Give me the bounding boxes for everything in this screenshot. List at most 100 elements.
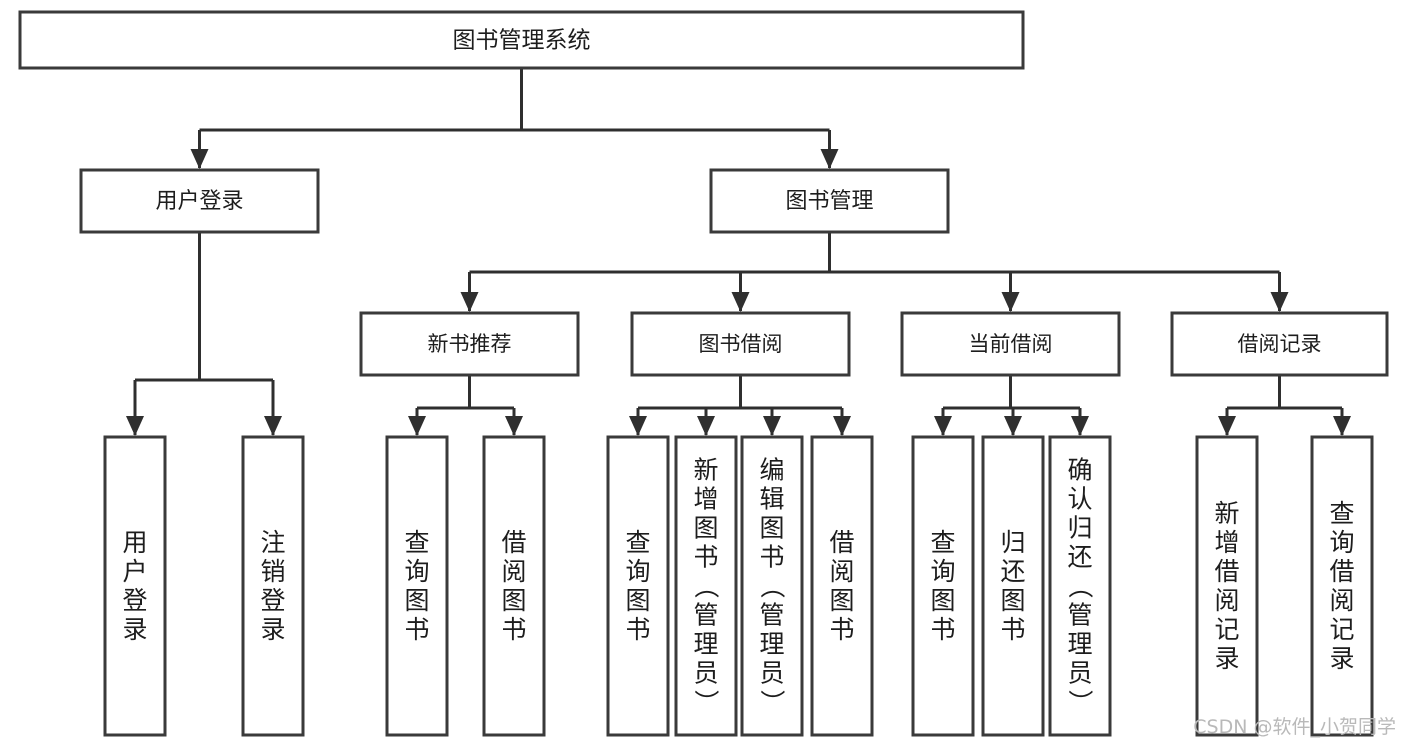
node-label-char: 借 <box>501 528 526 557</box>
node-box[interactable] <box>981 435 1045 737</box>
node-label: 图书借阅 <box>699 332 783 356</box>
node-label-char: 确 <box>1067 456 1092 485</box>
node-label-char: 记 <box>1329 615 1354 644</box>
node-label-char: 管 <box>693 601 718 630</box>
node-box[interactable] <box>630 311 851 377</box>
node-label-char: 书 <box>404 615 429 644</box>
arrow-head-icon <box>408 416 426 436</box>
diagram-node[interactable]: 图书借阅 <box>630 311 851 377</box>
node-box[interactable] <box>385 435 449 737</box>
connectors-layer <box>126 68 1351 436</box>
node-label-char: 书 <box>829 615 854 644</box>
arrow-head-icon <box>1004 416 1022 436</box>
diagram-node[interactable]: 用户登录 <box>79 168 320 234</box>
node-label-char: 询 <box>625 557 650 586</box>
node-label-char: 注 <box>260 528 285 557</box>
node-label-char: 阅 <box>501 557 526 586</box>
node-box[interactable] <box>911 435 975 737</box>
node-label-char: 认 <box>1067 485 1092 514</box>
node-label-char: 录 <box>122 615 147 644</box>
diagram-node[interactable]: 图书管理 <box>709 168 950 234</box>
arrow-head-icon <box>1001 292 1020 312</box>
node-label-char: 编 <box>759 456 784 485</box>
node-box[interactable] <box>1310 435 1374 737</box>
node-box[interactable] <box>79 168 320 234</box>
arrow-head-icon <box>629 416 647 436</box>
node-label-char: 借 <box>829 528 854 557</box>
node-label-char: ） <box>692 689 721 714</box>
diagram-node[interactable]: 图书管理系统 <box>18 10 1025 70</box>
node-label-char: 借 <box>1329 557 1354 586</box>
node-label-char: ） <box>1066 689 1095 714</box>
node-box[interactable] <box>740 435 804 737</box>
diagram-node[interactable]: 借阅记录 <box>1170 311 1389 377</box>
arrow-head-icon <box>731 292 750 312</box>
node-label-char: 图 <box>693 514 718 543</box>
node-label-char: 图 <box>930 586 955 615</box>
node-box[interactable] <box>482 435 546 737</box>
node-label-char: 录 <box>260 615 285 644</box>
node-label-char: 新 <box>693 456 718 485</box>
node-box[interactable] <box>810 435 874 737</box>
node-box[interactable] <box>709 168 950 234</box>
arrow-head-icon <box>1218 416 1236 436</box>
node-label-char: 书 <box>693 543 718 572</box>
node-label: 图书管理系统 <box>453 28 591 54</box>
node-box[interactable] <box>1195 435 1259 737</box>
node-label: 借阅记录 <box>1238 332 1322 356</box>
node-box[interactable] <box>241 435 305 737</box>
node-label-char: 书 <box>759 543 784 572</box>
node-label-char: 书 <box>501 615 526 644</box>
diagram-node[interactable]: 当前借阅 <box>900 311 1121 377</box>
node-box[interactable] <box>18 10 1025 70</box>
node-box[interactable] <box>103 435 167 737</box>
arrow-head-icon <box>1270 292 1289 312</box>
node-label-char: 图 <box>501 586 526 615</box>
node-label-char: 图 <box>759 514 784 543</box>
node-box[interactable] <box>606 435 670 737</box>
diagram-node[interactable]: 用户登录 <box>103 435 167 737</box>
node-label-char: 归 <box>1000 528 1025 557</box>
node-label-char: 员 <box>1067 659 1092 688</box>
node-label-char: 新 <box>1214 499 1239 528</box>
node-label-char: 记 <box>1214 615 1239 644</box>
node-label-char: 查 <box>930 528 955 557</box>
node-box[interactable] <box>900 311 1121 377</box>
arrow-head-icon <box>505 416 523 436</box>
arrow-head-icon <box>833 416 851 436</box>
arrow-head-icon <box>1071 416 1089 436</box>
node-label-char: 书 <box>1000 615 1025 644</box>
node-label-char: 理 <box>693 630 718 659</box>
node-label-char: 查 <box>1329 499 1354 528</box>
diagram-node[interactable]: 新书推荐 <box>359 311 580 377</box>
node-box[interactable] <box>1048 435 1112 737</box>
node-label-char: 员 <box>759 659 784 688</box>
node-label-char: 理 <box>1067 630 1092 659</box>
node-box[interactable] <box>1170 311 1389 377</box>
arrow-head-icon <box>934 416 952 436</box>
node-label-char: 录 <box>1214 644 1239 673</box>
node-label-char: 借 <box>1214 557 1239 586</box>
node-box[interactable] <box>674 435 738 737</box>
arrow-head-icon <box>697 416 715 436</box>
node-box[interactable] <box>359 311 580 377</box>
